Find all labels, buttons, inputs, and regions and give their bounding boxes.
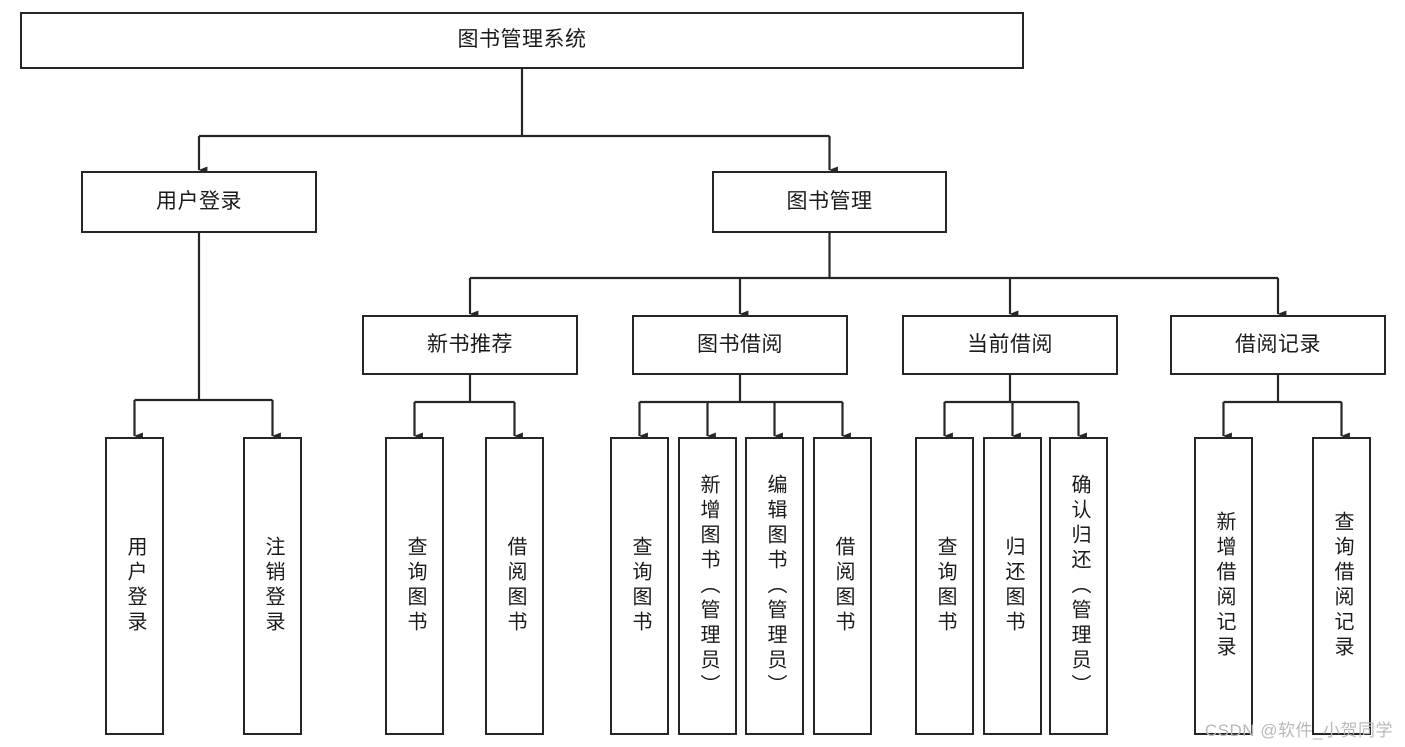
node-label: 查询图书 <box>934 536 956 636</box>
node-leaf-add-rec[interactable]: 新增借阅记录 <box>1194 437 1253 735</box>
node-label: 借阅记录 <box>1235 332 1321 356</box>
connector-current-borrow-to-leaves <box>943 375 1087 440</box>
connector-root-to-level1 <box>197 69 838 174</box>
node-label: 新增借阅记录 <box>1213 511 1235 661</box>
node-new-book-rec[interactable]: 新书推荐 <box>362 315 578 375</box>
node-book-borrow[interactable]: 图书借阅 <box>632 315 848 375</box>
node-label: 借阅图书 <box>504 536 526 636</box>
node-label: 图书借阅 <box>697 332 783 356</box>
node-leaf-borrow-2[interactable]: 借阅图书 <box>813 437 872 735</box>
watermark-label: CSDN @软件_小贺同学 <box>1204 721 1393 740</box>
node-label: 归还图书 <box>1002 536 1024 636</box>
node-leaf-confirm[interactable]: 确认归还（管理员） <box>1049 437 1108 735</box>
connector-borrow-record-to-leaves <box>1222 375 1350 440</box>
node-leaf-user-login[interactable]: 用户登录 <box>105 437 164 735</box>
node-leaf-query-rec[interactable]: 查询借阅记录 <box>1312 437 1371 735</box>
node-borrow-record[interactable]: 借阅记录 <box>1170 315 1386 375</box>
node-label: 查询图书 <box>629 536 651 636</box>
connector-user-login-to-leaves <box>133 233 281 440</box>
node-label: 借阅图书 <box>832 536 854 636</box>
node-leaf-edit-book[interactable]: 编辑图书（管理员） <box>745 437 804 735</box>
node-label: 图书管理 <box>786 189 873 213</box>
node-leaf-query-1[interactable]: 查询图书 <box>385 437 444 735</box>
node-label: 图书管理系统 <box>457 28 587 52</box>
node-label: 查询借阅记录 <box>1331 511 1353 661</box>
node-label: 查询图书 <box>404 536 426 636</box>
node-leaf-logout[interactable]: 注销登录 <box>243 437 302 735</box>
node-label: 编辑图书（管理员） <box>764 473 786 699</box>
connector-new-book-rec-to-leaves <box>413 375 523 440</box>
connector-book-borrow-to-leaves <box>638 375 851 440</box>
node-leaf-add-book[interactable]: 新增图书（管理员） <box>678 437 737 735</box>
node-label: 用户登录 <box>124 536 146 636</box>
node-label: 用户登录 <box>156 189 242 213</box>
node-label: 确认归还（管理员） <box>1068 473 1090 699</box>
node-user-login[interactable]: 用户登录 <box>81 171 317 233</box>
node-current-borrow[interactable]: 当前借阅 <box>902 315 1118 375</box>
node-leaf-query-2[interactable]: 查询图书 <box>610 437 669 735</box>
node-label: 当前借阅 <box>967 332 1053 356</box>
node-book-manage[interactable]: 图书管理 <box>712 171 947 233</box>
connector-book-manage-to-level2 <box>468 233 1287 318</box>
node-leaf-return[interactable]: 归还图书 <box>983 437 1042 735</box>
node-leaf-query-3[interactable]: 查询图书 <box>915 437 974 735</box>
node-label: 新增图书（管理员） <box>697 473 719 699</box>
node-root[interactable]: 图书管理系统 <box>20 12 1024 69</box>
node-label: 新书推荐 <box>427 332 513 356</box>
node-leaf-borrow-1[interactable]: 借阅图书 <box>485 437 544 735</box>
node-label: 注销登录 <box>262 536 284 636</box>
